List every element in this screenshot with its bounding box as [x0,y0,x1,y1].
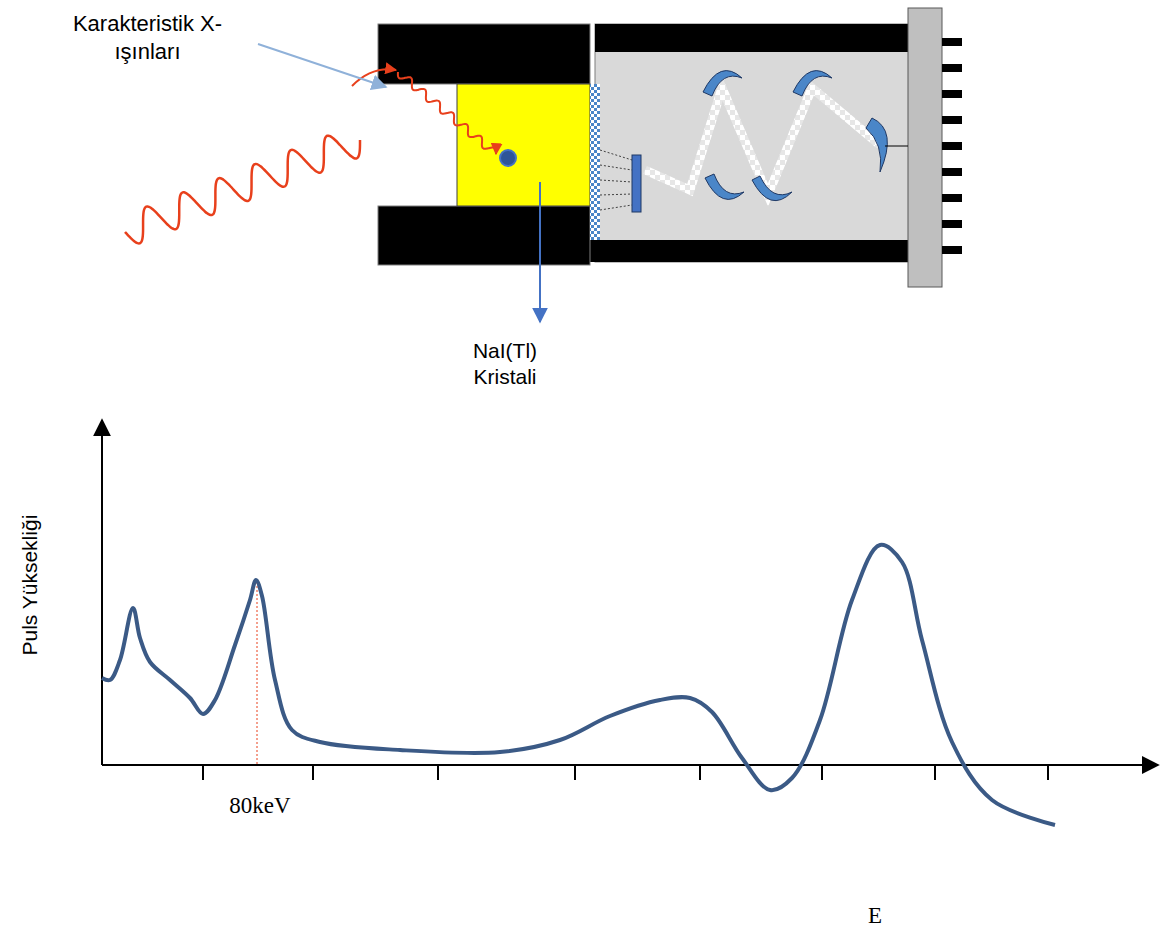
gamma-ray [125,136,360,244]
tick-label: 80keV [205,792,315,821]
pin [942,142,962,150]
pmt-body [595,24,910,262]
interaction-point [500,150,516,166]
marker-line [257,582,258,765]
pin [942,246,962,254]
light-guide [590,84,600,240]
x-axis [102,764,1158,766]
photocathode [632,155,641,212]
tick [437,765,439,780]
dynodes [703,71,887,201]
electron-path [645,88,880,195]
xray [398,72,496,154]
pmt-housing [595,24,908,52]
collimator [378,24,590,84]
crystal-label: NaI(Tl) Kristali [450,338,560,391]
axis-ticks [203,765,1048,780]
pin [942,168,962,176]
nai-crystal [457,84,590,206]
anode-lead [885,146,908,147]
axis-title: E [855,902,895,931]
tick [312,765,314,780]
spectrum-curve [102,545,1055,825]
pin [942,220,962,228]
pin [942,116,962,124]
tick [821,765,823,780]
axis-title: Puls Yüksekliği [17,515,43,656]
tick [574,765,576,780]
pmt-housing [585,240,908,262]
collimator [378,206,590,265]
leader-line [539,182,541,322]
pmt-base [908,8,942,287]
tick [202,765,204,780]
leader-line [258,44,386,87]
pin [942,194,962,202]
tick [1047,765,1049,780]
tick [699,765,701,780]
pin [942,38,962,46]
light-rays [600,150,632,210]
pin [942,64,962,72]
xray-label: Karakteristik X-ışınları [60,10,235,65]
y-axis [101,420,103,765]
pmt-pins [942,38,962,254]
pin [942,90,962,98]
tick [934,765,936,780]
